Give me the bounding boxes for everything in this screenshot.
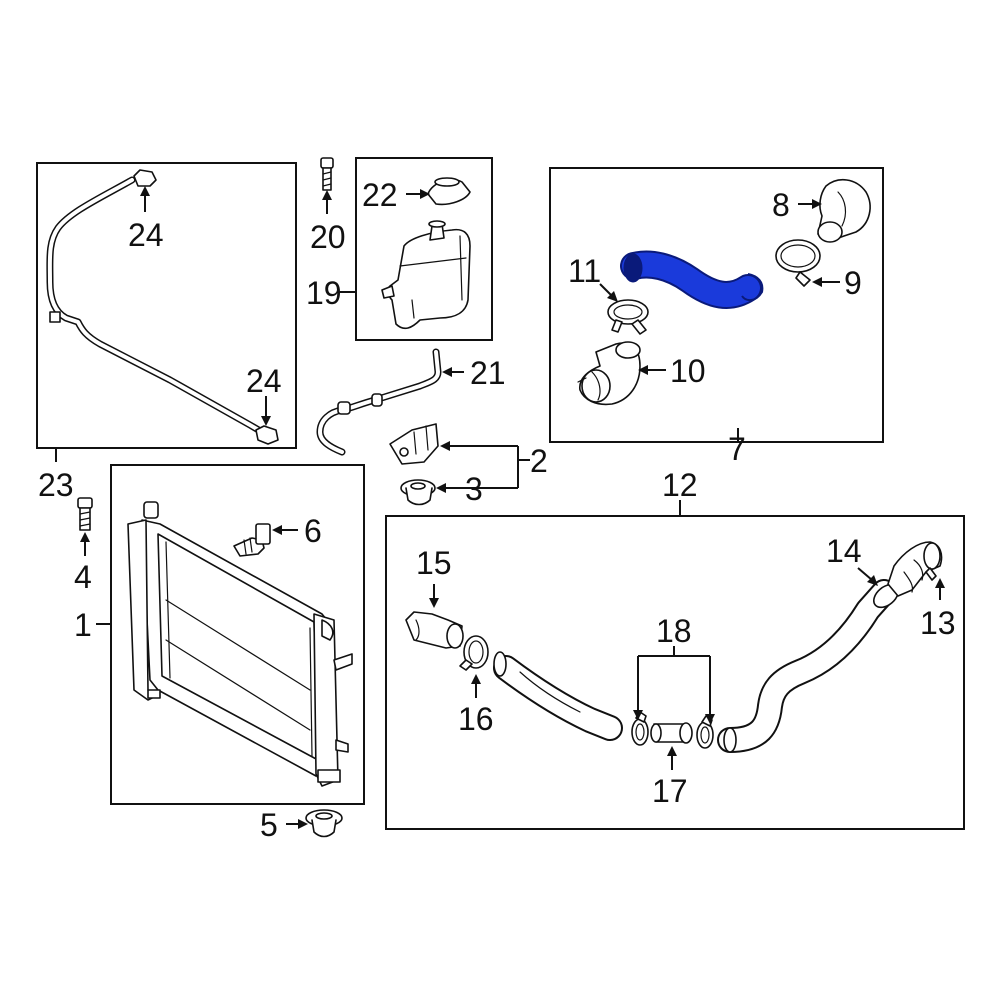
- callout-12: 12: [662, 467, 698, 503]
- callout-3: 3: [465, 471, 483, 507]
- callout-23: 23: [38, 467, 74, 503]
- lower-hose-left[interactable]: [493, 651, 623, 741]
- bolt-4[interactable]: [77, 497, 93, 531]
- hose-23[interactable]: [46, 176, 266, 436]
- elbow-10[interactable]: [577, 341, 641, 406]
- arrow-24-top: [140, 186, 150, 212]
- callout-16: 16: [458, 701, 494, 737]
- arrow-11: [599, 283, 618, 302]
- callout-15: 15: [416, 545, 452, 581]
- reservoir-19[interactable]: [381, 220, 471, 330]
- arrow-22: [406, 189, 430, 199]
- callout-24-bottom: 24: [246, 363, 282, 399]
- group-7-box: [549, 167, 884, 443]
- elbow-13[interactable]: [887, 541, 943, 597]
- leader-18: [633, 646, 715, 724]
- arrow-4: [80, 532, 90, 556]
- callout-19: 19: [306, 275, 342, 311]
- callout-labels: 1 2 3 4 5 6 7 8 9 10 11 12 13 14 15 16 1…: [38, 177, 956, 843]
- callout-1: 1: [74, 607, 92, 643]
- group-1-box: [96, 464, 365, 805]
- callout-8: 8: [772, 187, 790, 223]
- hose-21[interactable]: [316, 348, 442, 456]
- callout-13: 13: [920, 605, 956, 641]
- fitting-8[interactable]: [817, 179, 871, 243]
- radiator-1[interactable]: [127, 501, 353, 787]
- clamp-18-left[interactable]: [631, 711, 649, 746]
- callout-9: 9: [844, 265, 862, 301]
- group-19-box: [340, 157, 493, 341]
- lower-hose-right[interactable]: [717, 579, 897, 753]
- arrow-6: [272, 525, 298, 535]
- callout-14: 14: [826, 533, 862, 569]
- arrow-9: [812, 277, 840, 287]
- mount-5[interactable]: [305, 809, 343, 838]
- callout-22: 22: [362, 177, 398, 213]
- callout-11: 11: [568, 253, 601, 289]
- group-12-box: [385, 500, 965, 830]
- arrow-5: [286, 819, 308, 829]
- cap-22[interactable]: [427, 177, 471, 206]
- callout-20: 20: [310, 219, 346, 255]
- callout-2: 2: [530, 443, 548, 479]
- group-23-box: [36, 162, 297, 462]
- arrow-8: [798, 199, 822, 209]
- clamp-16[interactable]: [459, 635, 489, 671]
- arrow-13: [935, 578, 945, 600]
- callout-17: 17: [652, 773, 688, 809]
- arrow-24-bottom: [261, 396, 271, 426]
- upper-hose-7[interactable]: [620, 250, 764, 309]
- callout-21: 21: [470, 355, 506, 391]
- callout-7: 7: [728, 431, 746, 467]
- arrow-15: [429, 584, 439, 608]
- leader-2-3: [436, 441, 530, 493]
- callout-4: 4: [74, 559, 92, 595]
- callout-18: 18: [656, 613, 692, 649]
- bolt-20[interactable]: [320, 157, 334, 191]
- arrow-14: [857, 567, 878, 586]
- grommet-3[interactable]: [400, 479, 436, 506]
- arrow-17: [667, 746, 677, 770]
- clip-24-bottom[interactable]: [255, 425, 279, 445]
- bracket-2[interactable]: [389, 423, 439, 465]
- connector-17[interactable]: [650, 722, 693, 744]
- arrow-10: [638, 365, 666, 375]
- arrow-21: [442, 367, 464, 377]
- callout-5: 5: [260, 807, 278, 843]
- callout-6: 6: [304, 513, 322, 549]
- clip-24-top[interactable]: [133, 169, 157, 187]
- sensor-6[interactable]: [233, 523, 271, 557]
- clamp-11[interactable]: [607, 299, 649, 335]
- clamp-9[interactable]: [775, 239, 821, 287]
- callout-24-top: 24: [128, 217, 164, 253]
- callout-10: 10: [670, 353, 706, 389]
- arrow-16: [471, 674, 481, 698]
- arrow-20: [322, 190, 332, 214]
- elbow-15[interactable]: [405, 611, 464, 649]
